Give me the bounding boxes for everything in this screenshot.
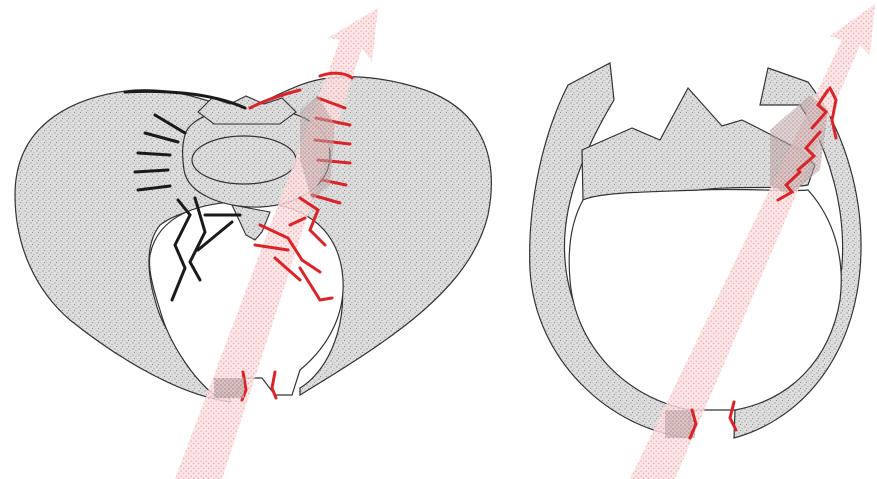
left-vertebra-top (198, 96, 296, 124)
right-panel (530, 4, 875, 479)
left-vertebral-body (192, 136, 296, 184)
left-pubic-fracture-zone (214, 378, 244, 398)
left-panel (15, 8, 491, 479)
right-sacroiliac-fracture-zone (770, 95, 828, 195)
